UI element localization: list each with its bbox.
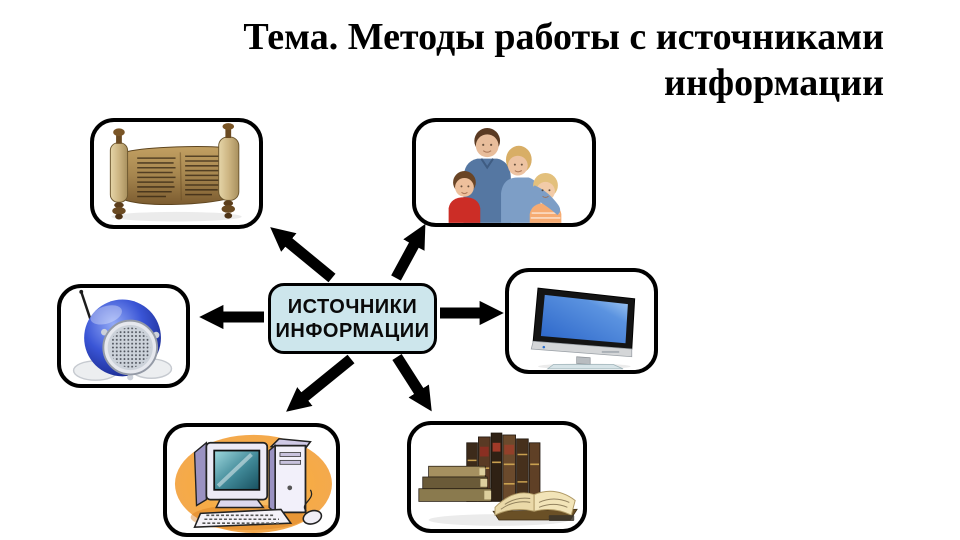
books-icon [418,432,578,526]
node-radio [57,284,190,388]
scroll-icon [109,123,242,222]
node-books [407,421,587,533]
books-watermark [548,515,575,521]
slide-title: Тема. Методы работы с источниками информ… [243,14,884,106]
tv-icon [530,287,636,370]
slide-title-line2: информации [664,62,884,104]
arrow-up-left-icon [270,227,336,283]
family-photo-icon [448,128,562,223]
center-node-label-line2: ИНФОРМАЦИИ [275,319,430,342]
arrow-down-right-icon [392,354,432,412]
arrow-up-right-icon [391,223,426,281]
arrow-down-left-icon [286,354,355,412]
node-computer [163,423,340,537]
center-node-label-line1: ИСТОЧНИКИ [287,295,418,318]
slide-title-line1: Тема. Методы работы с источниками [243,16,884,58]
radio-icon [72,289,173,381]
node-tv [505,268,658,374]
node-scroll [90,118,263,229]
computer-icon [174,434,332,533]
center-node-sources-of-information: ИСТОЧНИКИ ИНФОРМАЦИИ [268,283,437,354]
node-family [412,118,596,227]
